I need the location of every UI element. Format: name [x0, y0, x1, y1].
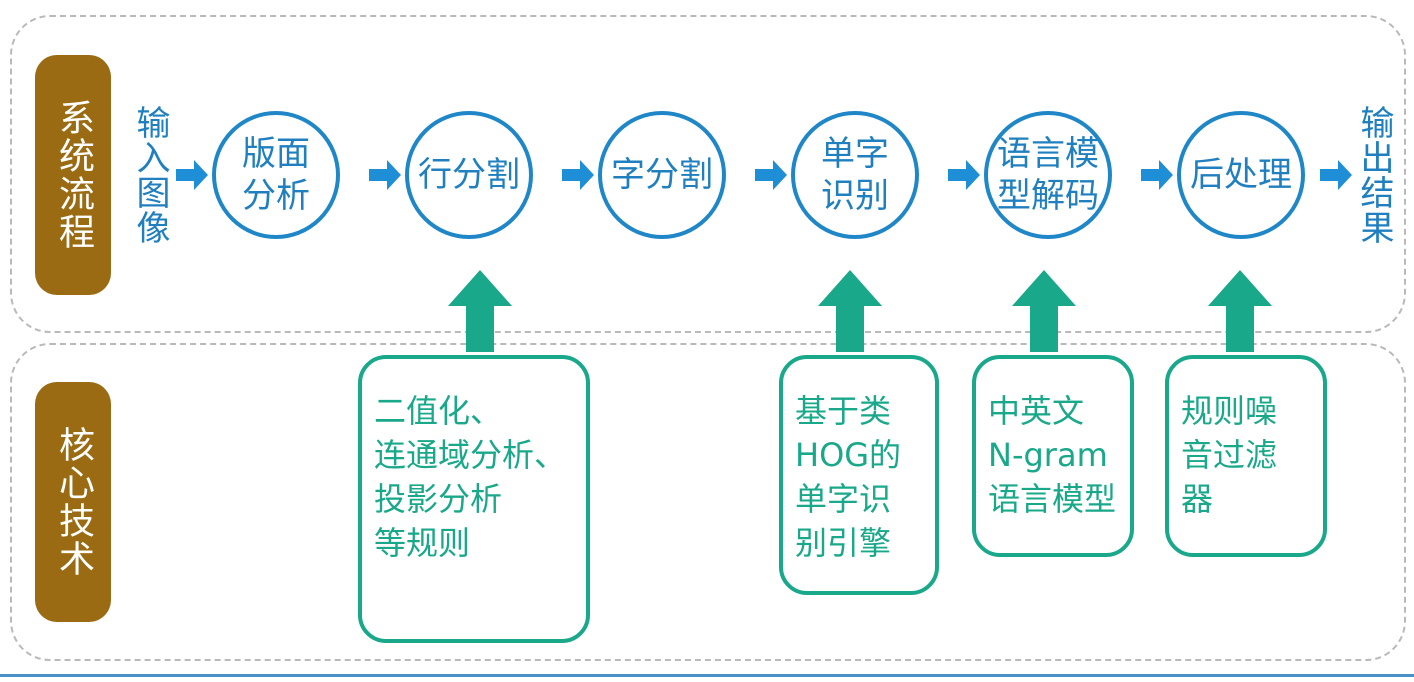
tech-box-noise-filter: 规则噪 音过滤 器 [1165, 355, 1327, 557]
step-line-segmentation: 行分割 [405, 111, 533, 239]
arrow-right-icon [369, 160, 401, 190]
arrow-right-icon [176, 160, 208, 190]
tech-box-binarization: 二值化、 连通域分析、 投影分析 等规则 [358, 355, 590, 643]
arrow-up-icon [1208, 270, 1272, 352]
step-char-segmentation: 字分割 [598, 111, 726, 239]
arrow-right-icon [1320, 160, 1352, 190]
step-language-model-decoding: 语言模 型解码 [984, 111, 1112, 239]
arrow-up-icon [1012, 270, 1076, 352]
arrow-up-icon [448, 270, 512, 352]
step-layout-analysis: 版面 分析 [212, 111, 340, 239]
output-label: 输出结果 [1354, 105, 1394, 245]
step-char-recognition: 单字 识别 [791, 111, 919, 239]
arrow-right-icon [1141, 160, 1173, 190]
input-label: 输入图像 [130, 105, 170, 245]
flow-panel [10, 15, 1406, 333]
tech-box-hog-engine: 基于类 HOG的 单字识 别引擎 [779, 355, 939, 595]
arrow-right-icon [562, 160, 594, 190]
tech-box-ngram-model: 中英文 N-gram 语言模型 [972, 355, 1134, 557]
arrow-up-icon [818, 270, 882, 352]
arrow-right-icon [948, 160, 980, 190]
tech-lane-label: 核心技术 [35, 382, 111, 622]
bottom-rule [0, 674, 1414, 677]
step-post-processing: 后处理 [1177, 111, 1305, 239]
flow-lane-label: 系统流程 [35, 55, 111, 295]
tech-panel [10, 343, 1406, 661]
arrow-right-icon [755, 160, 787, 190]
